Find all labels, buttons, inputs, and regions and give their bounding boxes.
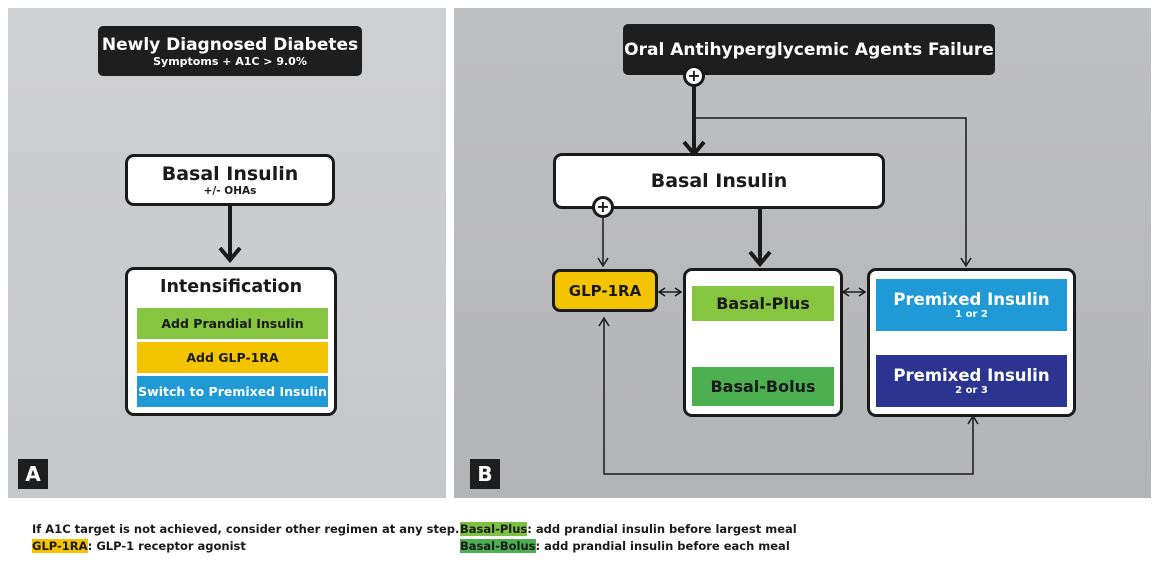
premixed-1-box: Premixed Insulin 1 or 2: [876, 279, 1067, 331]
newly-diagnosed-title: Newly Diagnosed Diabetes: [101, 34, 359, 55]
glp1ra-term: GLP-1RA: [32, 539, 88, 553]
add-prandial-option: Add Prandial Insulin: [137, 308, 328, 339]
basal-bolus-def: : add prandial insulin before each meal: [535, 539, 790, 553]
switch-premixed-label: Switch to Premixed Insulin: [138, 384, 327, 399]
basal-bolus-box: Basal-Bolus: [692, 367, 834, 406]
glp1ra-title: GLP-1RA: [568, 281, 642, 300]
basal-insulin-subtitle-a: +/- OHAs: [203, 185, 257, 197]
panel-a-arrows: [218, 206, 242, 264]
newly-diagnosed-box: Newly Diagnosed Diabetes Symptoms + A1C …: [98, 26, 362, 76]
basal-plus-term: Basal-Plus: [460, 522, 528, 536]
premixed-container: Premixed Insulin 1 or 2 Premixed Insulin…: [867, 268, 1076, 417]
basal-bolus-term: Basal-Bolus: [460, 539, 536, 553]
intensification-box: Intensification Add Prandial Insulin Add…: [125, 267, 337, 416]
basal-plus-title: Basal-Plus: [716, 294, 810, 313]
footnote-right-line2: Basal-Bolus: add prandial insulin before…: [460, 539, 790, 553]
plus-icon-top: +: [683, 65, 705, 87]
premixed-2-subtitle: 2 or 3: [955, 385, 988, 396]
premixed-2-box: Premixed Insulin 2 or 3: [876, 355, 1067, 407]
footnote-left-line2: GLP-1RA: GLP-1 receptor agonist: [32, 539, 246, 553]
intensification-title: Intensification: [159, 277, 303, 297]
premixed-1-title: Premixed Insulin: [893, 290, 1050, 309]
basal-plus-def: : add prandial insulin before largest me…: [527, 522, 797, 536]
glp1ra-box: GLP-1RA: [552, 269, 658, 312]
glp1ra-def: : GLP-1 receptor agonist: [87, 539, 246, 553]
basal-bolus-title: Basal-Bolus: [710, 377, 816, 396]
basal-plus-box: Basal-Plus: [692, 286, 834, 321]
switch-premixed-option: Switch to Premixed Insulin: [137, 376, 328, 407]
oral-agents-failure-box: Oral Antihyperglycemic Agents Failure: [623, 24, 995, 75]
basal-plus-bolus-container: Basal-Plus Basal-Bolus: [683, 268, 843, 417]
basal-insulin-title-a: Basal Insulin: [161, 163, 299, 185]
add-prandial-label: Add Prandial Insulin: [161, 316, 304, 331]
panel-label-a: A: [18, 459, 48, 489]
plus-icon-basal: +: [592, 196, 614, 218]
basal-insulin-box-a: Basal Insulin +/- OHAs: [125, 154, 335, 206]
oral-agents-failure-title: Oral Antihyperglycemic Agents Failure: [624, 39, 994, 60]
panel-b-arrows: [597, 80, 979, 475]
footnote-left-line1: If A1C target is not achieved, consider …: [32, 522, 460, 536]
panel-b: Oral Antihyperglycemic Agents Failure + …: [454, 8, 1151, 498]
add-glp1ra-label: Add GLP-1RA: [186, 350, 279, 365]
premixed-1-subtitle: 1 or 2: [955, 309, 988, 320]
basal-insulin-title-b: Basal Insulin: [650, 170, 788, 192]
panel-a: Newly Diagnosed Diabetes Symptoms + A1C …: [8, 8, 446, 498]
panel-label-b: B: [470, 459, 500, 489]
footnote-right-line1: Basal-Plus: add prandial insulin before …: [460, 522, 797, 536]
add-glp1ra-option: Add GLP-1RA: [137, 342, 328, 373]
premixed-2-title: Premixed Insulin: [893, 366, 1050, 385]
newly-diagnosed-subtitle: Symptoms + A1C > 9.0%: [153, 54, 307, 68]
